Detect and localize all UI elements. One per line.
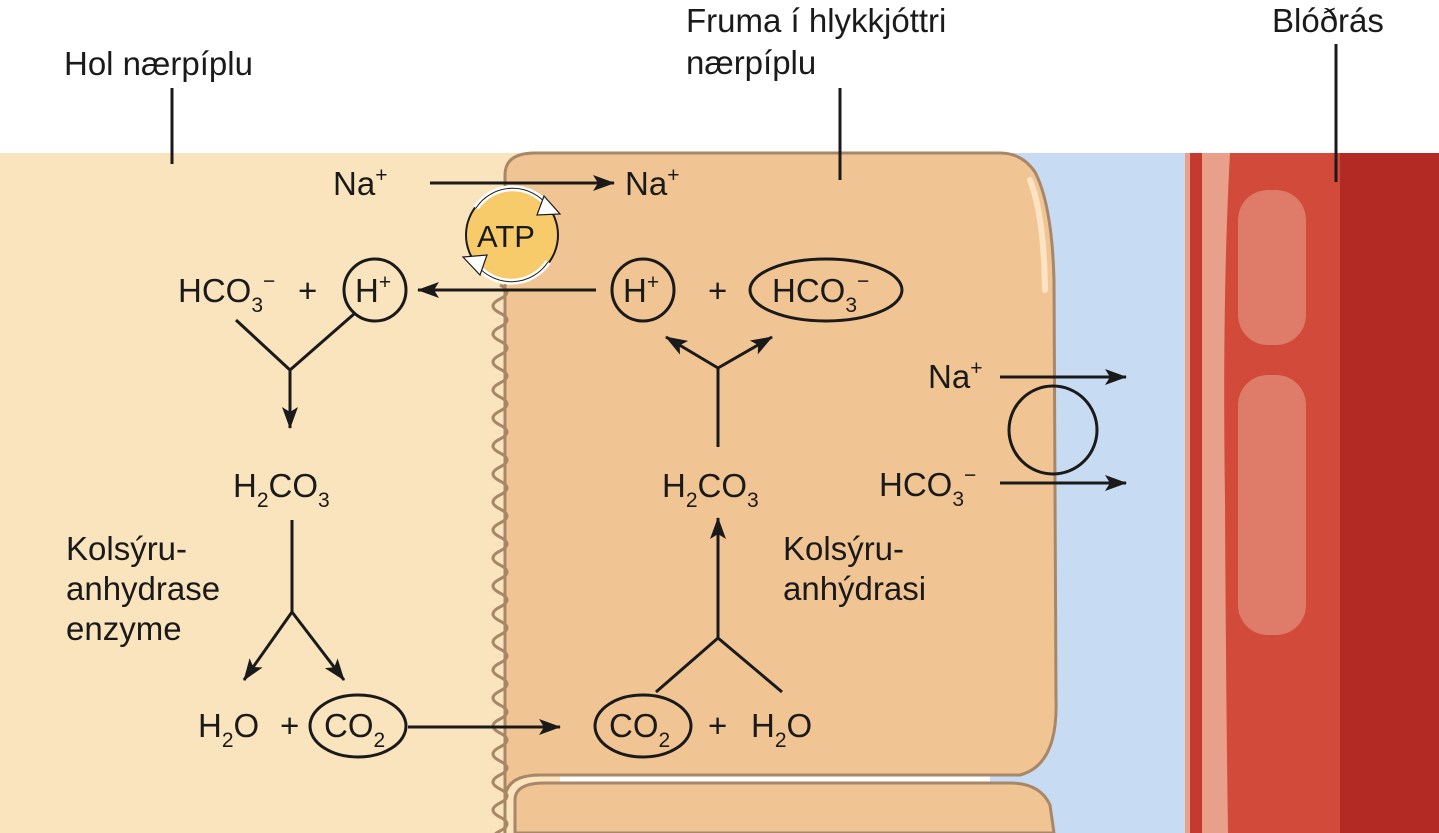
lumen-plus-1: + (298, 272, 317, 309)
cell-edge-highlight (1027, 177, 1048, 293)
lumen-h2co3: H2CO3 (233, 467, 330, 512)
lumen-label: Hol nærpíplu (64, 45, 253, 82)
cell-enzyme-line2: anhýdrasi (783, 570, 926, 607)
cell-h-ion: H+ (623, 271, 659, 309)
lumen-co2-ellipse (308, 693, 408, 759)
cell-na-ion: Na+ (625, 164, 679, 202)
cell-label-line1: Fruma í hlykkjóttri (686, 2, 946, 39)
tubule-lumen-region (0, 153, 560, 833)
atp-arrowhead-left (461, 254, 488, 277)
cell-merge-left (655, 636, 719, 694)
neighbour-cell (513, 781, 1056, 833)
lumen-enzyme-line2: anhydrase (66, 570, 220, 607)
cell-h2o: H2O (751, 707, 812, 752)
atp-label: ATP (477, 219, 535, 254)
lumen-h-ion: H+ (355, 271, 391, 309)
cell-h2co3: H2CO3 (662, 467, 759, 512)
lumen-h2o: H2O (198, 707, 259, 752)
lumen-merge-left (234, 318, 292, 372)
blood-vessel-core (1340, 153, 1439, 833)
cell-h-circle (610, 257, 676, 323)
cell-plus-2: + (708, 707, 727, 744)
lumen-co2: CO2 (324, 707, 385, 752)
atp-cycle-arrow-top-edge (475, 187, 549, 209)
cell-enzyme-line1: Kolsýru- (783, 530, 904, 567)
cell-merge-right (717, 636, 783, 694)
cotransport-na-ion: Na+ (928, 357, 982, 395)
cell-hco3-ion: HCO3− (772, 270, 869, 317)
lumen-h-circle (342, 257, 408, 323)
lumen-merge-right (289, 312, 355, 372)
na-hco3-cotransporter (1007, 384, 1099, 476)
brush-border-membrane (491, 283, 509, 833)
blood-cell-highlight-1 (1238, 190, 1306, 345)
blood-label: Blóðrás (1272, 2, 1384, 39)
cell-co2: CO2 (609, 707, 670, 752)
lumen-enzyme-line3: enzyme (66, 610, 182, 647)
lumen-na-ion: Na+ (333, 164, 387, 202)
atp-cycle-arrow-bottom-edge (475, 261, 549, 283)
cell-dissoc-right-arrow (717, 335, 773, 370)
lumen-hco3-ion: HCO3− (178, 270, 275, 317)
cell-dissoc-left-arrow (665, 335, 719, 370)
tubule-cell (503, 151, 1058, 833)
blood-cell-highlight-2 (1238, 375, 1306, 635)
cell-co2-ellipse (593, 693, 693, 759)
cotransport-hco3-ion: HCO3− (879, 464, 976, 511)
lumen-split-right-arrow (290, 611, 346, 681)
atp-arrowhead-right (536, 194, 562, 216)
blood-vessel-wall (1190, 153, 1202, 833)
lumen-split-left-arrow (242, 611, 294, 681)
cell-plus-1: + (708, 272, 727, 309)
cell-hco3-ellipse (748, 257, 904, 323)
lumen-enzyme-line1: Kolsýru- (66, 530, 187, 567)
cell-label-line2: nærpíplu (686, 44, 816, 81)
lumen-plus-2: + (280, 707, 299, 744)
